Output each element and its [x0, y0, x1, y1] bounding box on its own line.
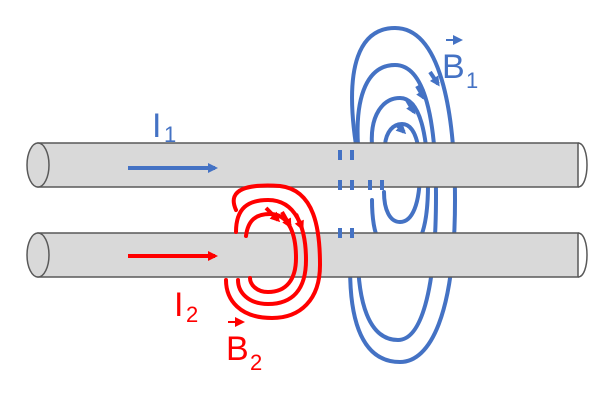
arrow-icon [405, 98, 416, 115]
field-loop-b2-2 [234, 198, 308, 306]
svg-text:2: 2 [186, 302, 198, 327]
label-i2: I 2 [174, 286, 198, 327]
svg-text:I: I [174, 286, 183, 324]
label-b1: B 1 [442, 35, 478, 93]
arrow-icon [394, 122, 407, 135]
arrow-icon [415, 84, 426, 101]
wire-1-end-cap [26, 142, 50, 188]
svg-text:B: B [442, 48, 465, 86]
arrow-icon [280, 211, 292, 229]
svg-text:2: 2 [250, 350, 262, 375]
arrow-icon [428, 70, 440, 87]
wire-2-end-cap [26, 232, 50, 278]
svg-text:I: I [152, 107, 161, 145]
label-b2: B 2 [226, 317, 262, 375]
svg-text:1: 1 [466, 68, 478, 93]
arrow-icon [294, 213, 304, 231]
wire-1 [26, 142, 588, 188]
arrow-icon [264, 206, 281, 223]
field-lines-b2 [224, 183, 322, 320]
field-loop-b1-outer [348, 26, 457, 364]
field-loop-b1-2 [355, 63, 438, 342]
field-lines-b1-back [348, 26, 457, 364]
field-loop-b2-inner [244, 212, 298, 294]
label-i1: I 1 [152, 107, 176, 147]
field-loop-b2-outer [224, 183, 322, 320]
svg-text:B: B [226, 330, 249, 368]
field-lines-b1-front [338, 70, 440, 238]
svg-text:1: 1 [164, 122, 176, 147]
